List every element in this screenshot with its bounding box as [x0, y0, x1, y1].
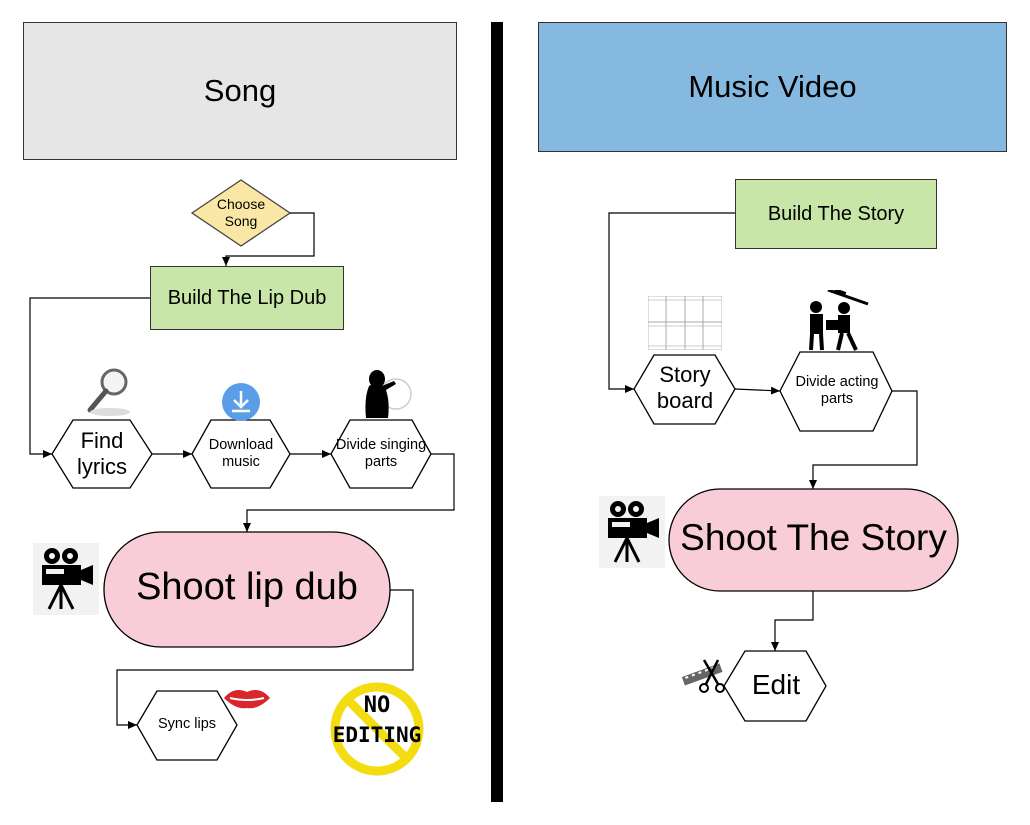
connector-shoot-to-edit [771, 591, 814, 651]
divide-singing-text: Divide singing parts [335, 436, 427, 470]
singer-silhouette-icon [365, 370, 412, 418]
build-story-box[interactable]: Build The Story [735, 179, 937, 249]
connector-story-to-board [608, 212, 735, 393]
no-editing-sign: NO EDITING [329, 681, 425, 777]
sync-lips-text: Sync lips [157, 716, 217, 733]
divide-acting-label: Divide acting parts [790, 368, 884, 414]
connector-divide-to-shoot [243, 453, 455, 532]
scissors-film-icon [682, 659, 725, 693]
download-music-label: Download music [200, 432, 282, 476]
shoot-story-text: Shoot The Story [680, 516, 947, 558]
find-lyrics-text: Find lyrics [76, 427, 128, 479]
lips-icon [224, 690, 270, 709]
choose-song-text: Choose Song [216, 196, 266, 229]
storyboard-grid-icon [648, 296, 722, 350]
choose-song-label: Choose Song [205, 193, 277, 233]
storyboard-text: Story board [656, 361, 714, 413]
connector-divide-to-shoot-story [809, 390, 918, 489]
shoot-lip-dub-label: Shoot lip dub [104, 560, 390, 615]
video-camera-icon [599, 496, 665, 568]
find-lyrics-label: Find lyrics [65, 425, 139, 483]
film-crew-icon [809, 290, 869, 351]
shoot-lip-dub-text: Shoot lip dub [136, 565, 358, 608]
choose-song-diamond[interactable] [190, 179, 292, 247]
sync-lips-label: Sync lips [145, 712, 229, 738]
edit-hexagon[interactable] [723, 650, 827, 722]
connector-choose-to-build [222, 212, 315, 266]
song-header: Song [23, 22, 457, 160]
connector-shoot-to-sync [116, 589, 414, 729]
divide-acting-text: Divide acting parts [795, 373, 879, 407]
build-story-label: Build The Story [767, 202, 905, 225]
download-icon [222, 383, 260, 421]
prohibited-icon [330, 682, 424, 776]
song-header-title: Song [203, 73, 277, 108]
storyboard-label: Story board [645, 359, 725, 417]
video-camera-icon [33, 543, 99, 615]
connector-build-to-find [29, 297, 150, 458]
connector-board-to-divide [734, 386, 781, 395]
download-music-text: Download music [208, 436, 274, 470]
build-lip-dub-box[interactable]: Build The Lip Dub [150, 266, 344, 330]
no-editing-line1: NO [363, 693, 391, 718]
build-lip-dub-label: Build The Lip Dub [167, 286, 327, 309]
music-video-header-title: Music Video [688, 69, 857, 104]
sync-lips-hexagon[interactable] [136, 690, 238, 761]
no-editing-line2: EDITING [332, 723, 422, 747]
center-divider [491, 22, 503, 802]
magnifying-glass-icon [87, 368, 130, 416]
edit-label: Edit [740, 666, 812, 704]
shoot-story-label: Shoot The Story [669, 513, 958, 563]
edit-text: Edit [751, 669, 801, 701]
music-video-header: Music Video [538, 22, 1007, 152]
divide-singing-label: Divide singing parts [333, 432, 429, 476]
